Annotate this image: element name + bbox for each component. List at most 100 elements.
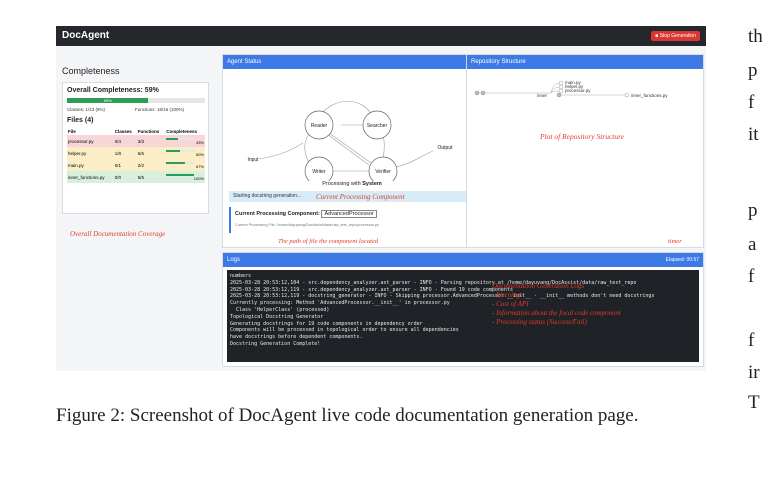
processing-with: Processing with System [223, 181, 481, 187]
classes-count: Classes: 1/13 (8%) [67, 107, 106, 112]
logs-annotation-item: - Cost of API [492, 300, 529, 308]
file-cell-functions: 3/3 [137, 138, 145, 144]
node-label-verifier: Verifier [375, 169, 391, 175]
component-label: Current Processing Component: [235, 211, 320, 217]
stop-generation-label: Stop Generation [659, 33, 696, 39]
file-progress-fill [166, 137, 179, 140]
node-label-writer: Writer [312, 169, 326, 175]
file-progress-text: 43% [195, 139, 204, 145]
edge-text-fragment: ir [748, 362, 760, 383]
repo-plot-annotation: Plot of Repository Structure [540, 132, 625, 141]
timer-annotation: timer [668, 238, 682, 245]
input-label: Input [247, 157, 259, 163]
file-progress-text: 67% [195, 163, 204, 169]
file-cell-file: processor.py [68, 138, 94, 144]
log-line: Generating docstrings for 19 code compon… [230, 320, 423, 327]
edge-text-fragment: T [748, 392, 760, 413]
file-cell-classes: 0/0 [114, 174, 121, 180]
file-row[interactable]: main.py 0/1 2/2 67% [67, 159, 205, 171]
node-verifier [368, 156, 398, 181]
repo-tree-plot: main.py helper.py processor.py inner inn… [474, 80, 668, 98]
col-functions: Functions [137, 129, 160, 134]
log-line: Topological Docstring Generator [230, 313, 324, 320]
log-line: Class 'HelperClass' (processed) [230, 306, 330, 313]
top-bar: DocAgent ■ Stop Generation [56, 26, 706, 46]
file-cell-file: inner_functions.py [68, 174, 105, 180]
processing-agent: System [362, 181, 382, 187]
stop-generation-button[interactable]: ■ Stop Generation [651, 31, 700, 41]
col-file: File [68, 129, 76, 134]
overall-progress-fill: 59% [67, 98, 149, 103]
agent-status-card: Agent Status Reader Searche [222, 54, 482, 248]
file-cell-classes: 0/1 [114, 162, 121, 168]
edge-text-fragment: p [748, 200, 758, 221]
logs-annotation: Documentation Generation Logs- Warnings-… [492, 282, 621, 327]
edge-text-fragment: it [748, 124, 759, 145]
files-table: File Classes Functions Completeness proc… [67, 128, 205, 183]
logs-annotation-item: - Warnings [492, 291, 523, 299]
agent-graph: Reader Searcher Writer Verifier Input Ou… [247, 101, 453, 181]
edge-text-fragment: f [748, 266, 755, 287]
node-writer [304, 156, 334, 181]
col-classes: Classes [114, 129, 132, 134]
repo-item-processor: processor.py [565, 88, 591, 93]
file-completeness-cell: 50% [165, 147, 205, 159]
file-completeness-cell: 100% [165, 171, 205, 183]
starting-message: Starting docstring generation... [229, 191, 475, 202]
current-component-box: Current Processing Component: AdvancedPr… [229, 207, 475, 233]
file-cell-classes: 0/4 [114, 138, 121, 144]
coverage-annotation: Overall Documentation Coverage [70, 230, 166, 238]
app-title: DocAgent [62, 30, 110, 41]
repo-structure-card: Repository Structure main.py helper. [466, 54, 704, 248]
edge-input [258, 142, 304, 160]
file-row[interactable]: processor.py 0/4 3/3 43% [67, 135, 205, 147]
logs-annotation-item: Documentation Generation Logs [492, 282, 585, 290]
elapsed-timer: Elapsed: 00:57 [665, 257, 699, 263]
file-progress-bar [166, 137, 195, 140]
file-row[interactable]: helper.py 1/8 6/6 50% [67, 147, 205, 159]
overall-progress-bar: 59% [67, 98, 205, 103]
file-label: Current Processing File: [235, 223, 276, 227]
file-cell-classes: 1/8 [114, 150, 121, 156]
repo-item-helper: helper.py [565, 84, 584, 89]
file-cell-file: helper.py [68, 150, 87, 156]
completeness-card: Overall Completeness: 59% 59% Classes: 1… [62, 82, 209, 214]
docagent-screenshot: DocAgent ■ Stop Generation Completeness … [56, 26, 706, 371]
repo-structure-header: Repository Structure [467, 55, 703, 69]
file-completeness-cell: 43% [165, 135, 205, 147]
log-line: Currently processing: Method 'AdvancedPr… [230, 300, 450, 307]
file-progress-text: 100% [193, 175, 204, 181]
file-cell-functions: 6/6 [137, 150, 145, 156]
log-line: 2025-03-28 20:53:12,119 - docstring_gene… [230, 293, 655, 300]
overall-completeness-label: Overall Completeness: 59% [67, 87, 159, 94]
file-line: Current Processing File: /home/dayuyang/… [235, 223, 379, 227]
completeness-heading: Completeness [62, 66, 120, 76]
file-row[interactable]: inner_functions.py 0/0 5/5 100% [67, 171, 205, 183]
component-value: AdvancedProcessor [321, 210, 377, 218]
file-cell-functions: 2/2 [137, 162, 145, 168]
edge-output [394, 150, 434, 168]
node-searcher [362, 110, 392, 140]
processing-prefix: Processing with [322, 181, 363, 187]
col-completeness: Completeness [166, 129, 198, 134]
component-line: Current Processing Component: AdvancedPr… [235, 210, 377, 218]
file-progress-bar [166, 149, 195, 152]
output-label: Output [437, 145, 453, 151]
file-progress-fill [166, 161, 185, 164]
files-heading: Files (4) [67, 117, 94, 124]
file-progress-text: 50% [195, 151, 204, 157]
repo-item-inner: inner [537, 93, 548, 98]
log-line: 2025-03-28 20:53:12,104 - src.dependency… [230, 279, 637, 286]
file-cell-functions: 5/5 [137, 174, 145, 180]
log-line: Docstring Generation Complete! [230, 340, 321, 347]
repo-item-main: main.py [565, 80, 582, 85]
repo-item-inner-functions: inner_functions.py [631, 93, 668, 98]
agent-status-header: Agent Status [223, 55, 481, 69]
files-table-header: File Classes Functions Completeness [67, 128, 205, 135]
edge-text-fragment: p [748, 60, 758, 81]
file-completeness-cell: 67% [165, 159, 205, 171]
edge-text-fragment: a [748, 234, 757, 255]
file-cell-file: main.py [68, 162, 84, 168]
